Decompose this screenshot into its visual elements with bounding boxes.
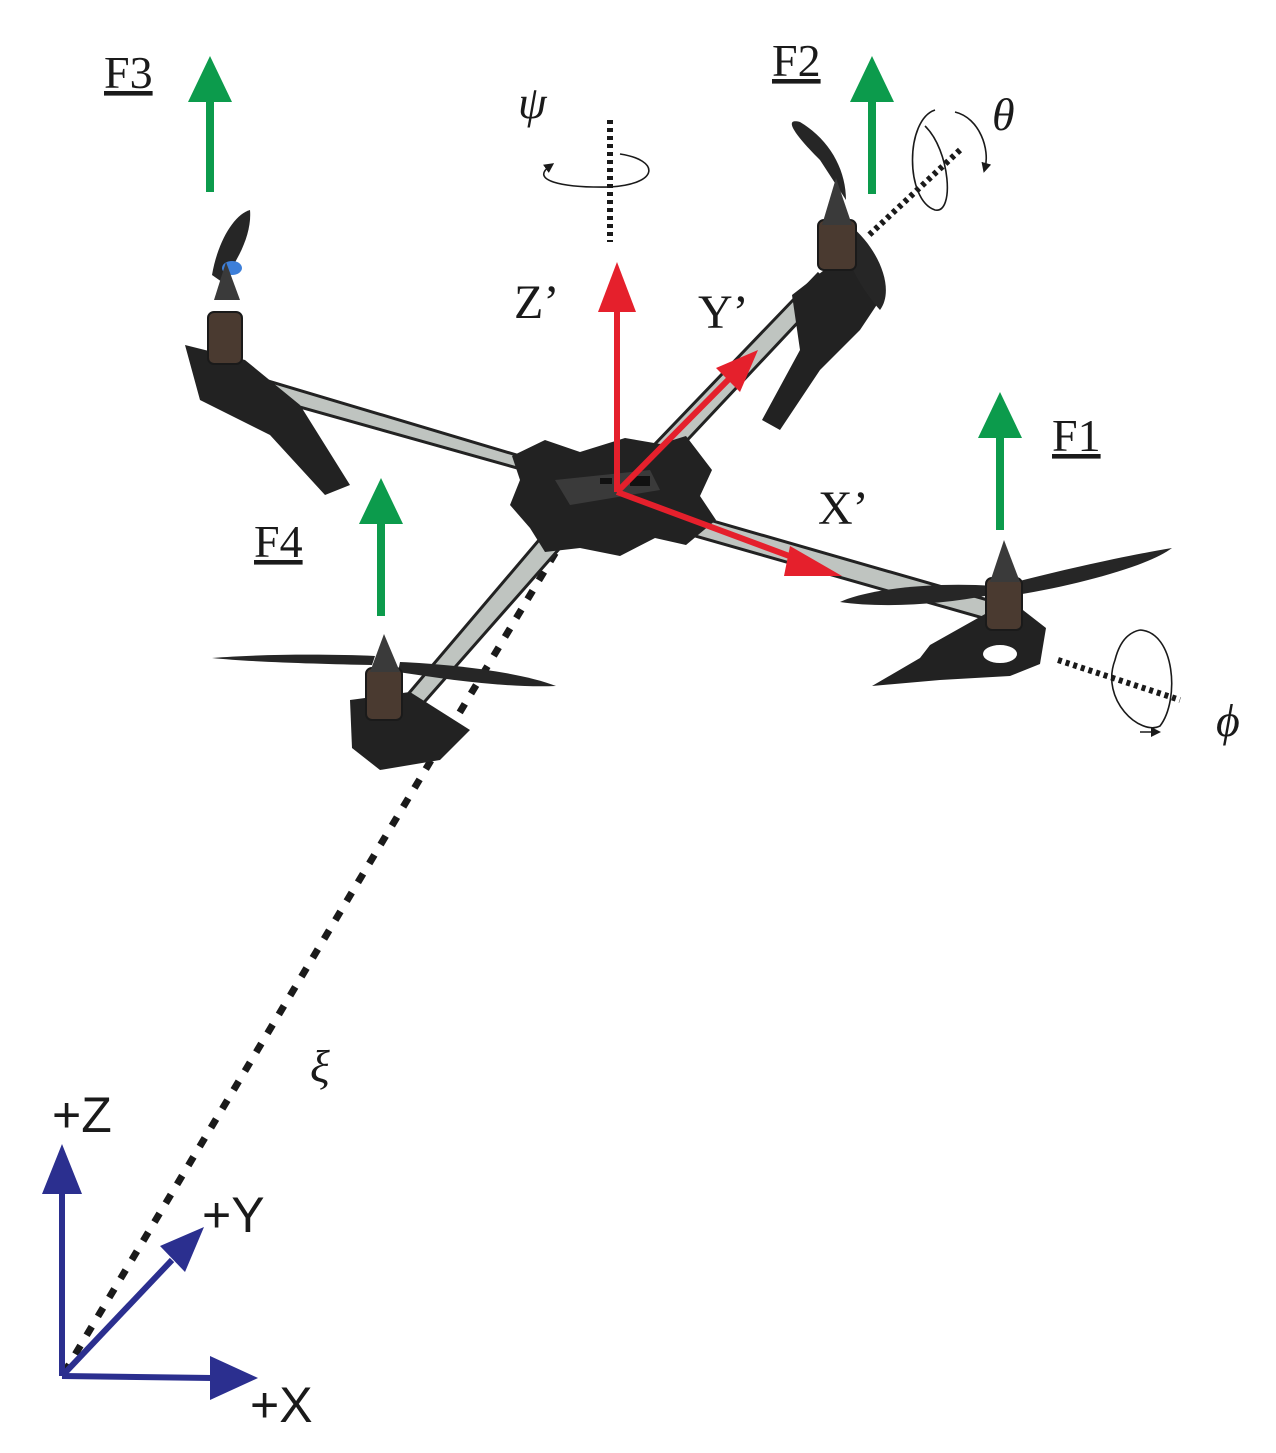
force-arrow-f2 [850, 56, 894, 194]
rotation-arrow-icon [543, 153, 650, 188]
inertial-axis-label-x: +X [250, 1377, 313, 1433]
motor-icon [817, 219, 857, 271]
roll-rotation [1057, 629, 1181, 732]
position-vector-label: ξ [310, 1041, 330, 1092]
arrow-up-icon [359, 478, 403, 524]
motor-icon [207, 311, 243, 365]
rotation-arrow-icon [1111, 629, 1173, 732]
body-axis-label-x: X’ [818, 482, 869, 535]
force-arrow-f3 [188, 56, 232, 192]
inertial-axis-label-y: +Y [202, 1187, 265, 1243]
propeller-icon [791, 121, 846, 200]
body-axis-y-arrow [614, 350, 758, 495]
motor-icon [365, 667, 403, 721]
pitch-label: θ [992, 89, 1015, 140]
inertial-axis-z-arrow [42, 1144, 82, 1376]
roll-label: ϕ [1216, 695, 1240, 746]
force-label-f4: F4 [254, 516, 303, 567]
force-arrow-f4 [359, 478, 403, 616]
body-axes [598, 262, 842, 576]
arrow-up-icon [850, 56, 894, 102]
force-arrow-f1 [978, 392, 1022, 530]
motor-mount-2 [762, 121, 886, 430]
force-label-f3: F3 [104, 47, 153, 98]
quadcopter-body [185, 121, 1172, 770]
propeller-icon [1005, 548, 1172, 596]
yaw-label: ψ [518, 77, 548, 128]
body-axis-label-z: Z’ [514, 276, 559, 329]
arrow-up-icon [598, 262, 636, 312]
motor-mount-1 [840, 540, 1172, 686]
arrow-up-icon [978, 392, 1022, 438]
body-axis-z-arrow [598, 262, 636, 492]
body-axis-label-y: Y’ [698, 286, 749, 339]
pitch-rotation [865, 109, 987, 239]
body-axis-x-arrow [615, 489, 842, 576]
yaw-rotation [543, 120, 650, 242]
rotation-arrow-icon [911, 109, 987, 211]
inertial-axes [42, 1144, 258, 1400]
motor-icon [985, 577, 1023, 631]
motor-mount-4 [212, 634, 556, 770]
pitch-axis-line [865, 147, 963, 239]
arrow-up-icon [42, 1144, 82, 1194]
force-label-f2: F2 [772, 35, 821, 86]
propeller-icon [212, 210, 251, 282]
position-vector-line [60, 493, 594, 1375]
motor-mount-3 [185, 210, 350, 495]
arrow-up-icon [188, 56, 232, 102]
propeller-icon [212, 654, 375, 665]
inertial-axis-x-arrow [61, 1356, 258, 1400]
inertial-axis-label-z: +Z [52, 1087, 112, 1143]
force-label-f1: F1 [1052, 410, 1101, 461]
roll-axis-line [1057, 657, 1181, 703]
inertial-axis-y-arrow [59, 1227, 204, 1379]
